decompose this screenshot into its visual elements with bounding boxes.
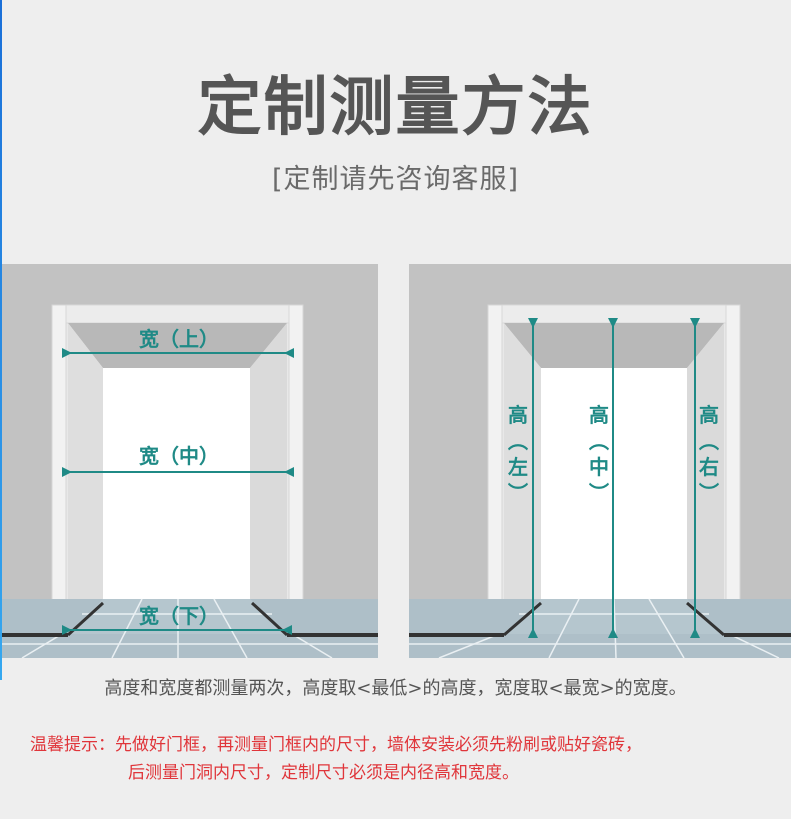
warning-tip-line1: 温馨提示：先做好门框，再测量门框内的尺寸，墙体安装必须先粉刷或贴好瓷砖， [30, 735, 642, 755]
width-diagram-panel: 宽（上） 宽（中） 宽（下） [2, 264, 378, 658]
width-top-label: 宽（上） [139, 327, 219, 351]
height-left-label: 高 ︵ 左 ︶ [508, 403, 528, 505]
height-diagram-panel: 高 ︵ 左 ︶ 高 ︵ 中 ︶ 高 ︵ 右 ︶ [409, 264, 791, 658]
measurement-note: 高度和宽度都测量两次，高度取<最低>的高度，宽度取<最宽>的宽度。 [104, 678, 687, 699]
height-right-label: 高 ︵ 右 ︶ [699, 403, 719, 505]
page-subtitle: [定制请先咨询客服] [271, 164, 520, 195]
page-title: 定制测量方法 [197, 70, 594, 145]
door-frame-width-illustration [2, 304, 378, 658]
height-middle-label: 高 ︵ 中 ︶ [589, 403, 609, 505]
width-middle-label: 宽（中） [139, 444, 219, 468]
warning-tip-line2: 后测量门洞内尺寸，定制尺寸必须是内径高和宽度。 [128, 763, 519, 783]
door-frame-height-illustration [409, 304, 791, 658]
width-bottom-label: 宽（下） [139, 604, 219, 628]
left-edge-bar [0, 0, 2, 680]
